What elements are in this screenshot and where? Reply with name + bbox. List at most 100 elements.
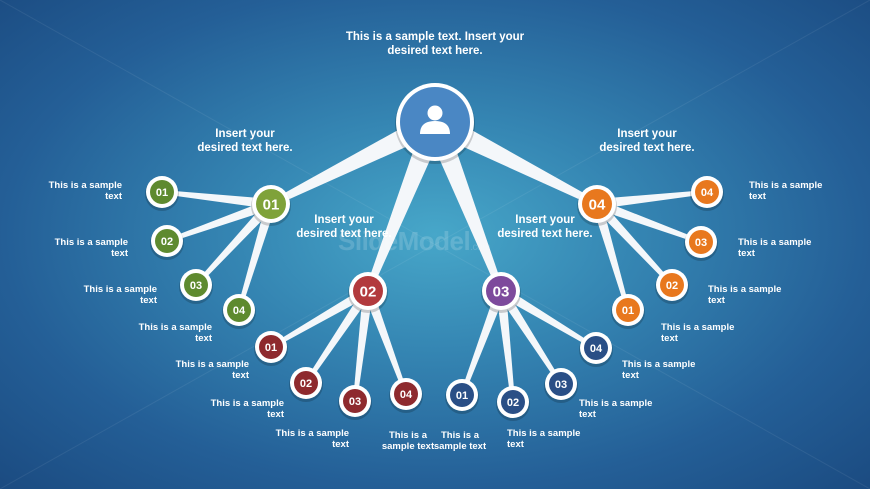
branch-03-leaf-02-number: 02 — [507, 397, 519, 409]
connector-hub-to-branch-03 — [424, 118, 504, 293]
branch-03-leaf-03-number: 03 — [555, 379, 567, 391]
branch-04-node-number: 04 — [589, 196, 606, 213]
connector-branch-01-leaf-01 — [161, 190, 272, 209]
connector-branch-01-leaf-02 — [166, 199, 273, 243]
branch-04-leaf-01-disc — [616, 298, 640, 322]
branch-04-leaf-03-text: This is a sample text — [738, 237, 812, 259]
branch-02-caption: Insert your desired text here. — [296, 214, 392, 240]
branch-04-node: 04 — [577, 185, 617, 226]
branch-04-leaf-03: 03 — [684, 226, 718, 261]
branch-02-leaf-04: 04 — [389, 378, 423, 413]
connector-branch-04-leaf-03 — [595, 199, 702, 244]
branch-03-leaf-03-disc — [549, 372, 573, 396]
branch-01-leaf-03: 03 — [179, 269, 213, 304]
branch-04-leaf-03-disc — [689, 230, 713, 254]
branch-01-caption: Insert your desired text here. — [197, 128, 293, 154]
branch-04-leaf-01-text: This is a sample text — [661, 322, 735, 344]
branch-02-leaf-02: 02 — [289, 367, 323, 402]
branch-02-node-disc — [353, 276, 383, 306]
branch-04-caption: Insert your desired text here. — [599, 128, 695, 154]
branch-04-leaf-02-number: 02 — [666, 280, 678, 292]
branch-04-leaf-04-number: 04 — [701, 187, 714, 199]
branch-01-leaf-02-text: This is a sample text — [54, 237, 128, 259]
connector-branch-02-leaf-02 — [304, 288, 373, 385]
branch-03-node-number: 03 — [493, 283, 510, 300]
connector-branch-02-leaf-03 — [353, 290, 373, 402]
branch-04-leaf-02-disc — [660, 273, 684, 297]
branch-04-leaf-02: 02 — [655, 269, 689, 304]
branch-02-leaf-03-disc — [343, 389, 367, 413]
branch-03-leaf-03: 03 — [544, 368, 578, 403]
connector-branch-02-leaf-04 — [363, 289, 408, 395]
connector-hub-to-branch-02 — [365, 117, 446, 293]
user-icon — [420, 105, 450, 134]
branch-02-leaf-01: 01 — [254, 331, 288, 366]
branch-04-leaf-01: 01 — [611, 294, 645, 329]
branch-03-leaf-04: 04 — [579, 332, 613, 367]
connectors — [161, 112, 708, 403]
connector-branch-02-leaf-01 — [270, 286, 371, 349]
branch-01-node: 01 — [251, 185, 291, 226]
branch-03-leaf-02-disc — [501, 390, 525, 414]
branch-01-leaf-04: 04 — [222, 294, 256, 329]
branch-01-leaf-04-number: 04 — [233, 305, 246, 317]
branch-01-leaf-01-number: 01 — [156, 187, 168, 199]
branch-04-leaf-03-number: 03 — [695, 237, 707, 249]
branch-02-leaf-01-text: This is a sample text — [175, 359, 249, 381]
branch-03-caption: Insert your desired text here. — [497, 214, 593, 240]
branch-04-leaf-04-text: This is a sample text — [749, 180, 823, 202]
branch-01-leaf-04-disc — [227, 298, 251, 322]
branch-03-leaf-02-text: This is a sample text — [507, 428, 581, 450]
connector-branch-03-leaf-01 — [460, 289, 506, 396]
branch-02-leaf-02-disc — [294, 371, 318, 395]
branch-04-leaf-04-disc — [695, 180, 719, 204]
branch-02-leaf-03-number: 03 — [349, 396, 361, 408]
branch-02-leaf-04-number: 04 — [400, 389, 413, 401]
branch-01-node-number: 01 — [263, 196, 280, 213]
branch-03-leaf-04-disc — [584, 336, 608, 360]
branch-01-leaf-03-number: 03 — [190, 280, 202, 292]
branch-01-leaf-02-number: 02 — [161, 236, 173, 248]
branch-03-node-disc — [486, 276, 516, 306]
connector-branch-01-leaf-03 — [194, 200, 275, 287]
branch-01-leaf-02: 02 — [150, 225, 184, 260]
branch-04-leaf-01-number: 01 — [622, 305, 634, 317]
branch-01-node-disc — [256, 189, 286, 219]
branch-04-node-disc — [582, 189, 612, 219]
branch-04-leaf-04: 04 — [690, 176, 724, 211]
watermark-brand: SlideModel — [338, 226, 471, 256]
connector-branch-03-leaf-04 — [498, 286, 597, 350]
branch-03-leaf-01-text: This is a sample text — [433, 430, 487, 452]
connector-hub-to-branch-01 — [269, 112, 440, 207]
branch-02-leaf-01-disc — [259, 335, 283, 359]
branch-01-leaf-01-disc — [150, 180, 174, 204]
branch-03-node: 03 — [481, 272, 521, 313]
branch-03-leaf-01-disc — [450, 383, 474, 407]
branch-03-leaf-03-text: This is a sample text — [579, 398, 653, 420]
branch-03-leaf-01: 01 — [445, 379, 479, 414]
branch-03-leaf-04-number: 04 — [590, 343, 603, 355]
connector-branch-01-leaf-04 — [237, 202, 276, 311]
branch-02-leaf-03-text: This is a sample text — [275, 428, 349, 450]
branch-02-node: 02 — [348, 272, 388, 313]
branch-02-node-number: 02 — [360, 283, 377, 300]
hub-node — [395, 83, 475, 164]
connector-branch-04-leaf-01 — [592, 202, 630, 311]
branch-03-leaf-01-number: 01 — [456, 390, 468, 402]
branch-02-leaf-01-number: 01 — [265, 342, 277, 354]
branch-01-leaf-01-text: This is a sample text — [48, 180, 122, 202]
branch-01-leaf-04-text: This is a sample text — [138, 322, 212, 344]
branch-02-leaf-04-disc — [394, 382, 418, 406]
branch-02-leaf-03: 03 — [338, 385, 372, 420]
branch-01-leaf-03-text: This is a sample text — [83, 284, 157, 306]
branch-01-leaf-03-disc — [184, 273, 208, 297]
watermark: SlideModel.com — [338, 226, 490, 257]
branch-01-leaf-01: 01 — [145, 176, 179, 211]
branch-02-leaf-04-text: This is a sample text — [381, 430, 435, 452]
connector-branch-04-leaf-04 — [596, 190, 708, 209]
branch-02-leaf-02-number: 02 — [300, 378, 312, 390]
watermark-suffix: .com — [470, 242, 490, 253]
